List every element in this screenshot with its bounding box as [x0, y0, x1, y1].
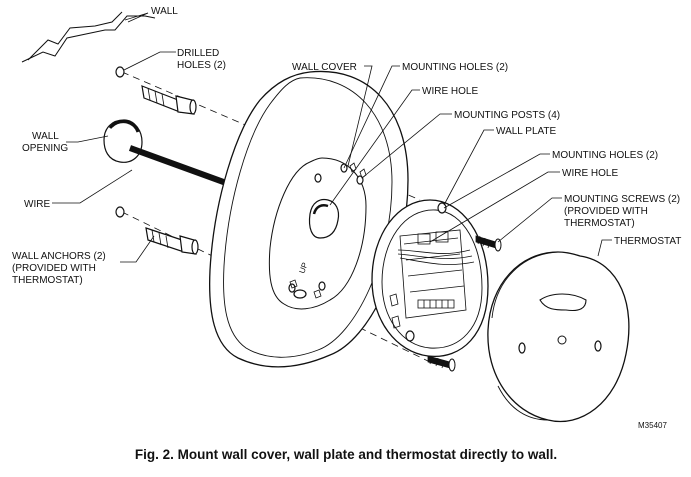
leader-lines	[52, 12, 612, 263]
wall-anchor-top	[141, 85, 197, 115]
wall-opening	[103, 119, 143, 163]
label-wall-opening-1: WALL	[32, 131, 59, 142]
label-mounting-screws-3: THERMOSTAT)	[564, 218, 635, 229]
label-wall-plate: WALL PLATE	[496, 126, 557, 137]
thermostat	[487, 251, 630, 423]
labels: WALL DRILLED HOLES (2) WALL OPENING WIRE…	[12, 6, 681, 462]
label-wall-anchors-2: (PROVIDED WITH	[12, 263, 96, 274]
label-wall: WALL	[151, 6, 178, 17]
label-thermostat: THERMOSTAT	[614, 236, 681, 247]
label-wall-anchors-3: THERMOSTAT)	[12, 275, 83, 286]
cover-up-mark: UP	[297, 261, 309, 275]
label-drilled-holes-2: HOLES (2)	[177, 60, 226, 71]
label-mounting-posts: MOUNTING POSTS (4)	[454, 110, 560, 121]
label-wall-cover: WALL COVER	[292, 62, 357, 73]
mounting-screw-top	[475, 235, 502, 252]
label-mounting-holes-plate: MOUNTING HOLES (2)	[552, 150, 658, 161]
wall-section	[21, 11, 156, 63]
label-drilled-holes-1: DRILLED	[177, 48, 219, 59]
label-mounting-holes-cover: MOUNTING HOLES (2)	[402, 62, 508, 73]
wall-cover: UP	[209, 70, 409, 368]
figure-caption: Fig. 2. Mount wall cover, wall plate and…	[135, 447, 557, 462]
label-wire-hole-plate: WIRE HOLE	[562, 168, 618, 179]
label-wall-opening-2: OPENING	[22, 143, 68, 154]
drilled-hole-top	[115, 66, 125, 78]
figure-code: M35407	[638, 421, 667, 430]
drilled-hole-bottom	[115, 206, 125, 218]
label-wire-hole-cover: WIRE HOLE	[422, 86, 478, 97]
label-mounting-screws-2: (PROVIDED WITH	[564, 206, 648, 217]
mounting-screw-bottom	[427, 355, 456, 372]
label-wall-anchors-1: WALL ANCHORS (2)	[12, 251, 106, 262]
wall-plate	[371, 199, 489, 358]
wall-anchor-bottom	[145, 227, 199, 255]
label-wire: WIRE	[24, 199, 50, 210]
label-mounting-screws-1: MOUNTING SCREWS (2)	[564, 194, 680, 205]
